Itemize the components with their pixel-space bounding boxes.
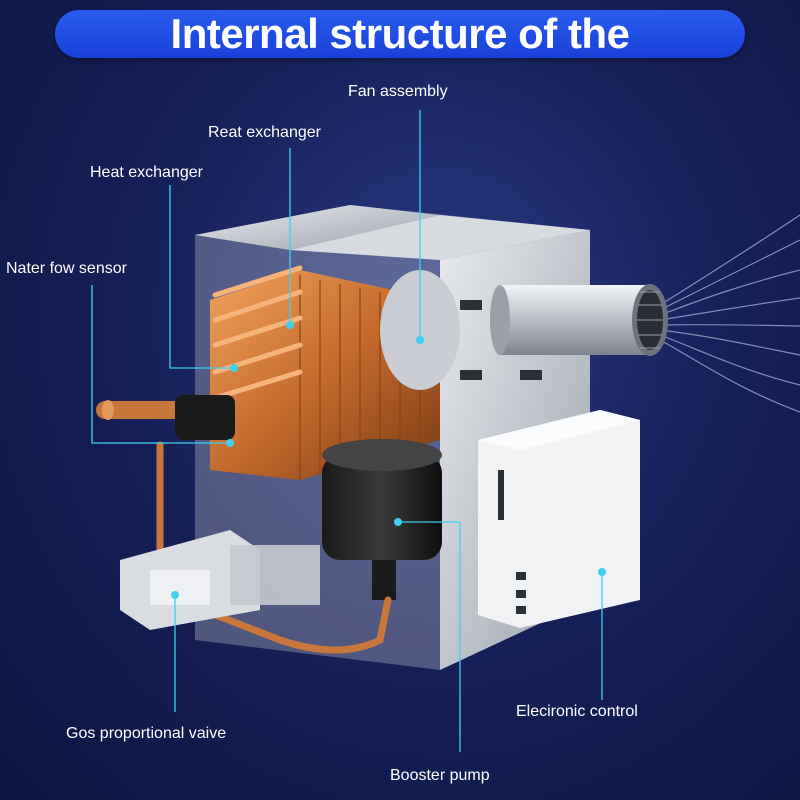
leader-dots (171, 321, 606, 599)
leader-lines (91, 110, 603, 752)
title-banner: Internal structure of the (55, 10, 745, 58)
label-heat-exchanger: Heat exchanger (90, 164, 203, 181)
label-fan-assembly: Fan assembly (348, 83, 448, 100)
label-reat-exchanger: Reat exchanger (208, 124, 321, 141)
leader-heat-exchanger (169, 185, 234, 369)
booster-pump (322, 439, 442, 600)
label-water-flow-sensor: Nater fow sensor (6, 260, 127, 277)
label-electronic-control: Elecironic control (516, 703, 638, 720)
water-streaks (239, 600, 421, 800)
label-gas-valve: Gos proportional vaive (66, 725, 227, 742)
title: Internal structure of the (170, 10, 630, 57)
leader-booster-pump (398, 521, 461, 752)
leader-water-flow-sensor (91, 285, 230, 444)
airflow-streaks (659, 214, 800, 413)
gas-valve (120, 530, 320, 630)
label-booster-pump: Booster pump (390, 767, 490, 784)
electronic-control-box (478, 410, 640, 628)
